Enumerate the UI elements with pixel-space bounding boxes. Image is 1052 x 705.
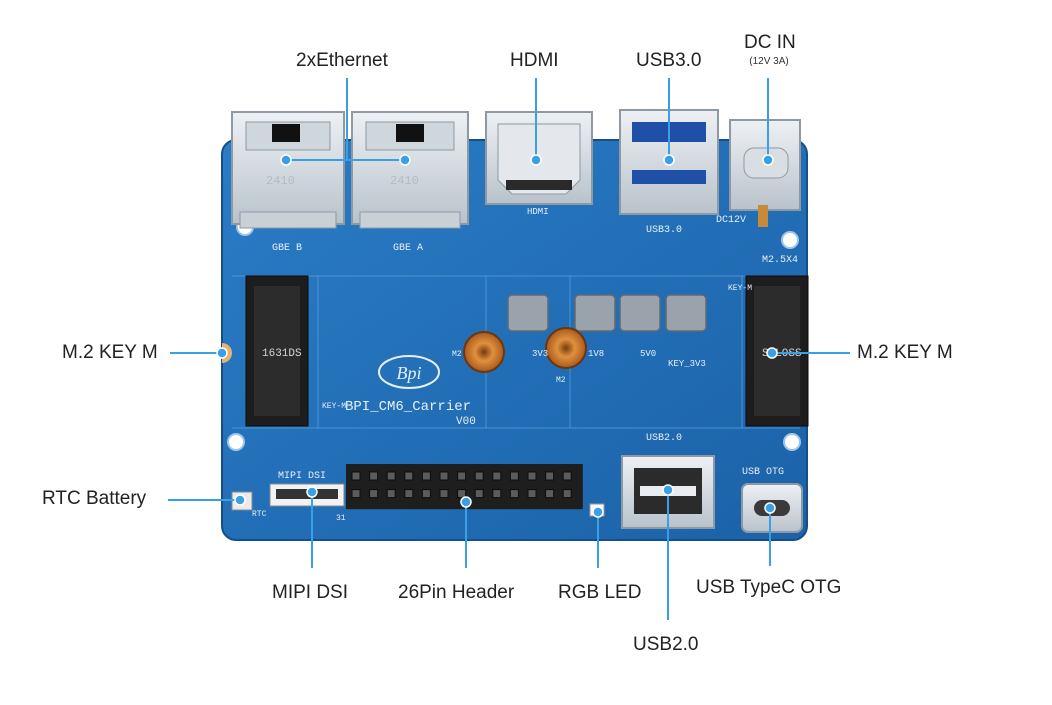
callout-dots xyxy=(216,154,778,518)
header-pin xyxy=(474,471,484,481)
header-pin xyxy=(527,489,537,499)
silk-m2-5x4: M2.5X4 xyxy=(762,255,798,266)
silk-rj45-code-b: 2410 xyxy=(266,174,295,188)
ethernet-port-b xyxy=(231,111,345,229)
silk-usb2: USB2.0 xyxy=(646,433,682,444)
silk-usb3: USB3.0 xyxy=(646,225,682,236)
header-pin xyxy=(527,471,537,481)
header-pin xyxy=(474,489,484,499)
silk-rail-1v8: 1V8 xyxy=(588,349,604,359)
label-m2-key-m-left: M.2 KEY M xyxy=(62,342,158,363)
silk-version: V00 xyxy=(456,416,476,428)
silk-m2-tag-1: M2 xyxy=(452,350,462,359)
silk-pin-31: 31 xyxy=(336,514,346,523)
silk-rail-3v3: 3V3 xyxy=(532,349,548,359)
label-dc-in-spec: (12V 3A) xyxy=(749,56,789,67)
label-rgb-led: RGB LED xyxy=(558,582,642,603)
label-rtc-battery: RTC Battery xyxy=(42,488,147,509)
header-pin xyxy=(421,471,431,481)
silk-gbe-a: GBE A xyxy=(393,243,423,254)
header-pin xyxy=(439,471,449,481)
silk-key-m-right: KEY-M xyxy=(728,284,752,293)
header-pin xyxy=(386,471,396,481)
header-pin xyxy=(492,489,502,499)
m2-slot-left xyxy=(245,275,309,427)
silk-dc12v: DC12V xyxy=(716,215,746,226)
label-mipi-dsi: MIPI DSI xyxy=(272,582,349,603)
header-pin xyxy=(369,489,379,499)
silk-key-m-left: KEY-M xyxy=(322,402,346,411)
silk-rail-5v0: 5V0 xyxy=(640,349,656,359)
silk-rail-key3v3: KEY_3V3 xyxy=(668,359,706,369)
silk-mipi-dsi: MIPI DSI xyxy=(278,471,326,482)
header-pin xyxy=(351,489,361,499)
header-pin xyxy=(509,489,519,499)
ethernet-port-a xyxy=(351,111,469,229)
silk-logo: Bpi xyxy=(397,363,422,383)
header-pin xyxy=(545,471,555,481)
bpi-logo-outline xyxy=(378,355,440,389)
header-pin xyxy=(457,471,467,481)
header-pin xyxy=(421,489,431,499)
m2-standoff-1 xyxy=(463,331,505,373)
label-dc-in: DC IN xyxy=(744,32,796,53)
label-usb-typec-otg: USB TypeC OTG xyxy=(696,577,842,598)
power-inductors xyxy=(507,294,707,332)
header-pin xyxy=(509,471,519,481)
label-2x-ethernet: 2xEthernet xyxy=(296,50,388,71)
silk-gbe-b: GBE B xyxy=(272,243,302,254)
silk-hdmi: HDMI xyxy=(527,207,549,217)
header-pin xyxy=(351,471,361,481)
label-26pin-header: 26Pin Header xyxy=(398,582,515,603)
silk-m2-chip-left: 1631DS xyxy=(262,348,302,360)
silk-usb-otg: USB OTG xyxy=(742,467,784,478)
header-pin xyxy=(404,489,414,499)
label-m2-key-m-right: M.2 KEY M xyxy=(857,342,953,363)
callout-leader-lines xyxy=(168,78,850,620)
header-pin xyxy=(439,489,449,499)
label-usb2: USB2.0 xyxy=(633,634,699,655)
header-pin xyxy=(404,471,414,481)
label-usb3: USB3.0 xyxy=(636,50,702,71)
m2-standoff-2 xyxy=(545,327,587,369)
silk-rtc-tag: RTC xyxy=(252,510,267,519)
header-pin xyxy=(545,489,555,499)
label-hdmi: HDMI xyxy=(510,50,559,71)
header-pin xyxy=(562,471,572,481)
header-pin xyxy=(369,471,379,481)
dc-in-jack xyxy=(729,119,801,227)
silk-model: BPI_CM6_Carrier xyxy=(345,399,471,415)
header-pin xyxy=(386,489,396,499)
header-pin xyxy=(457,489,467,499)
header-pin xyxy=(492,471,502,481)
silk-m2-tag-2: M2 xyxy=(556,376,566,385)
header-pin xyxy=(562,489,572,499)
silk-rj45-code-a: 2410 xyxy=(390,174,419,188)
